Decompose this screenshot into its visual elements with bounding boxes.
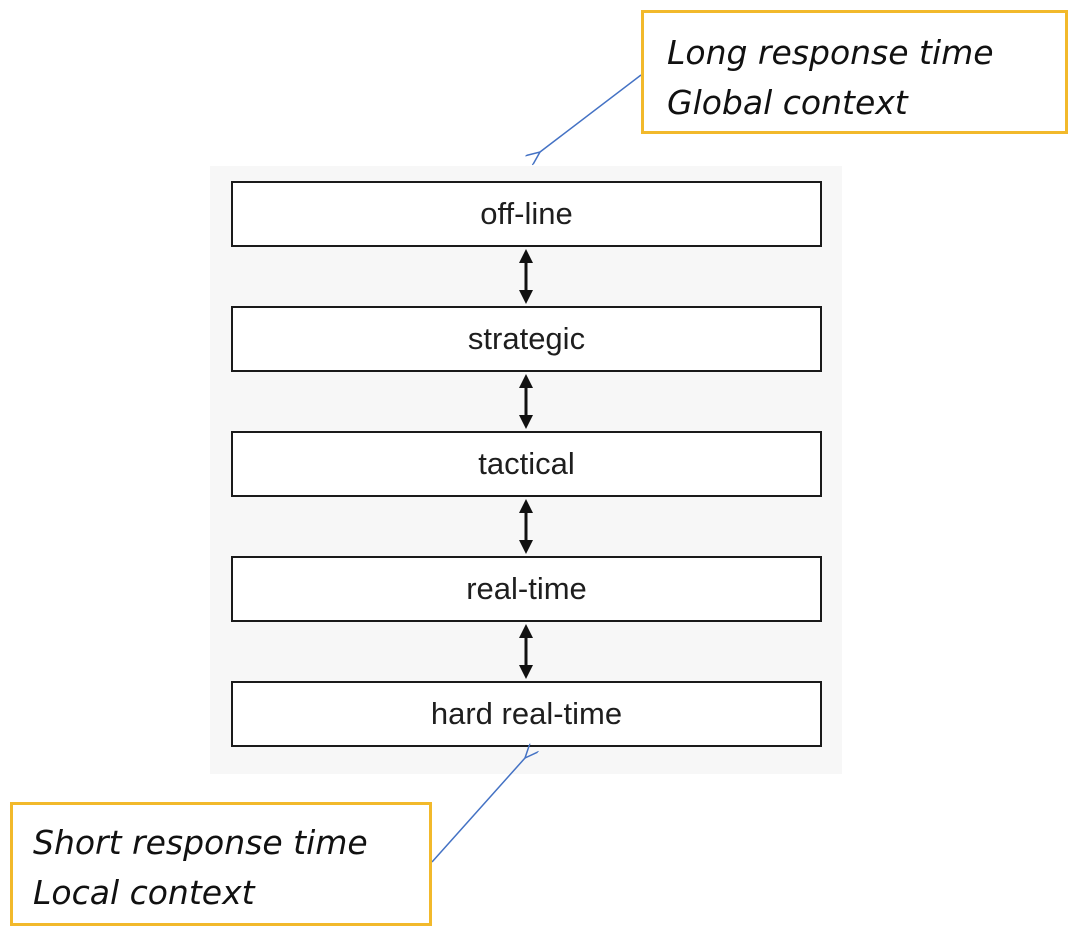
note-line: Short response time — [33, 823, 368, 862]
layer-label: real-time — [466, 571, 587, 606]
layer-label: hard real-time — [430, 696, 623, 731]
layer-hard-real-time: hard real-time — [231, 681, 822, 747]
note-line: Global context — [667, 83, 908, 122]
top-note-pointer-arrow — [540, 74, 642, 152]
layer-label: strategic — [467, 321, 586, 356]
layer-label: tactical — [478, 446, 575, 481]
layer-tactical: tactical — [231, 431, 822, 497]
short-response-note: Short response time Local context — [10, 802, 432, 926]
layer-label: off-line — [480, 196, 573, 231]
note-line: Local context — [33, 873, 255, 912]
layer-off-line: off-line — [231, 181, 822, 247]
layer-real-time: real-time — [231, 556, 822, 622]
note-line: Long response time — [667, 33, 994, 72]
long-response-note: Long response time Global context — [641, 10, 1068, 134]
layer-strategic: strategic — [231, 306, 822, 372]
